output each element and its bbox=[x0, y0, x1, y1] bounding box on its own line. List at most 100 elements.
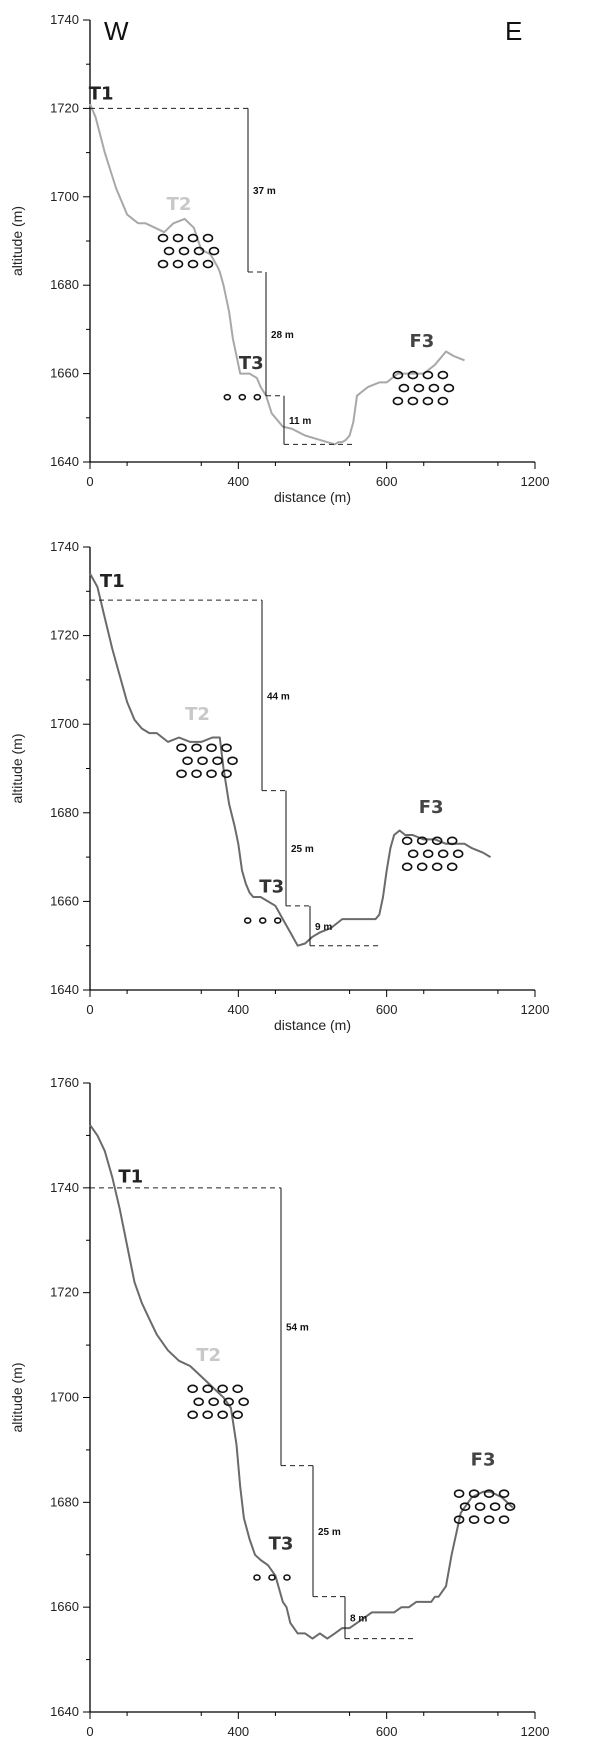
x-tick-label: 0 bbox=[86, 474, 93, 489]
x-tick-label: 1200 bbox=[521, 1724, 550, 1739]
gravel-pebble-symbol bbox=[157, 259, 169, 269]
gravel-pebble-symbol bbox=[208, 246, 220, 256]
gravel-pebble-symbol bbox=[268, 1574, 276, 1581]
x-tick-label: 1200 bbox=[521, 1002, 550, 1017]
gravel-pebble-symbol bbox=[437, 396, 449, 406]
gravel-pebble-symbol bbox=[483, 1515, 495, 1524]
gravel-pebble-symbol bbox=[431, 862, 443, 872]
terrace-label-t2: T2 bbox=[167, 194, 192, 215]
gravel-pebble-symbol bbox=[232, 1410, 243, 1420]
gravel-pebble-symbol bbox=[504, 1502, 516, 1511]
gravel-pebble-symbol bbox=[238, 1397, 249, 1407]
gravel-pebble-symbol bbox=[407, 849, 419, 859]
gravel-pebble-symbol bbox=[232, 1384, 243, 1394]
gravel-pebble-symbol bbox=[428, 383, 440, 393]
gravel-pebble-symbol bbox=[416, 862, 428, 872]
gravel-pebble-symbol bbox=[407, 396, 419, 406]
gravel-pebble-symbol bbox=[193, 246, 205, 256]
gravel-pebble-symbol bbox=[187, 1410, 198, 1420]
gravel-pebble-symbol bbox=[202, 233, 214, 243]
gravel-pebble-symbol bbox=[474, 1502, 486, 1511]
height-difference-label: 44 m bbox=[267, 691, 290, 702]
y-tick-label: 1740 bbox=[50, 539, 79, 554]
gravel-pebble-symbol bbox=[212, 756, 223, 766]
y-tick-label: 1720 bbox=[50, 100, 79, 115]
y-axis-title: altitude (m) bbox=[9, 206, 25, 276]
gravel-pebble-symbol bbox=[208, 1397, 219, 1407]
gravel-pebble-symbol bbox=[413, 383, 425, 393]
y-tick-label: 1740 bbox=[50, 1180, 79, 1195]
x-tick-label: 1200 bbox=[521, 474, 550, 489]
terrace-label-t1: T1 bbox=[89, 84, 114, 105]
gravel-pebble-symbol bbox=[182, 756, 193, 766]
gravel-pebble-symbol bbox=[193, 1397, 204, 1407]
gravel-pebble-symbol bbox=[176, 743, 187, 753]
y-tick-label: 1680 bbox=[50, 805, 79, 820]
x-tick-label: 600 bbox=[376, 1002, 398, 1017]
gravel-pebble-symbol bbox=[202, 1410, 213, 1420]
gravel-pebble-symbol bbox=[392, 396, 404, 406]
gravel-pebble-symbol bbox=[401, 836, 413, 846]
gravel-pebble-symbol bbox=[468, 1489, 480, 1498]
gravel-pebble-symbol bbox=[206, 769, 217, 779]
gravel-pebble-symbol bbox=[453, 1489, 465, 1498]
gravel-pebble-symbol bbox=[221, 743, 232, 753]
gravel-pebble-symbol bbox=[191, 769, 202, 779]
gravel-pebble-symbol bbox=[217, 1384, 228, 1394]
y-axis-title: altitude (m) bbox=[9, 1362, 25, 1432]
gravel-pebble-symbol bbox=[202, 259, 214, 269]
gravel-pebble-symbol bbox=[452, 849, 464, 859]
gravel-pebble-symbol bbox=[187, 259, 199, 269]
height-difference-label: 11 m bbox=[289, 416, 311, 427]
gravel-pebble-symbol bbox=[178, 246, 190, 256]
height-difference-label: 37 m bbox=[253, 186, 276, 197]
gravel-pebble-symbol bbox=[422, 849, 434, 859]
terrace-label-t3: T3 bbox=[259, 877, 284, 898]
gravel-pebble-symbol bbox=[172, 259, 184, 269]
terrace-label-t2: T2 bbox=[185, 704, 210, 725]
gravel-pebble-symbol bbox=[253, 393, 262, 401]
gravel-pebble-symbol bbox=[163, 246, 175, 256]
gravel-pebble-symbol bbox=[407, 370, 419, 380]
x-tick-label: 0 bbox=[86, 1002, 93, 1017]
y-tick-label: 1700 bbox=[50, 716, 79, 731]
gravel-pebble-symbol bbox=[422, 396, 434, 406]
x-axis-title: distance (m) bbox=[274, 1017, 351, 1033]
topographic-profile-line bbox=[89, 573, 492, 947]
gravel-pebble-symbol bbox=[206, 743, 217, 753]
gravel-pebble-symbol bbox=[431, 836, 443, 846]
gravel-pebble-symbol bbox=[446, 862, 458, 872]
y-tick-label: 1680 bbox=[50, 277, 79, 292]
y-tick-label: 1740 bbox=[50, 12, 79, 27]
terrace-label-f3: F3 bbox=[419, 797, 444, 818]
x-axis-title: distance (m) bbox=[274, 489, 351, 505]
height-difference-label: 28 m bbox=[271, 330, 294, 341]
height-difference-label: 54 m bbox=[286, 1323, 309, 1334]
gravel-pebble-symbol bbox=[197, 756, 208, 766]
y-tick-label: 1700 bbox=[50, 189, 79, 204]
y-tick-label: 1660 bbox=[50, 1599, 79, 1614]
gravel-pebble-symbol bbox=[437, 370, 449, 380]
topographic-profile-line bbox=[89, 1124, 514, 1640]
gravel-pebble-symbol bbox=[253, 1574, 261, 1581]
x-tick-label: 400 bbox=[227, 1002, 249, 1017]
y-tick-label: 1760 bbox=[50, 1075, 79, 1090]
y-tick-label: 1680 bbox=[50, 1494, 79, 1509]
gravel-pebble-symbol bbox=[187, 1384, 198, 1394]
gravel-pebble-symbol bbox=[172, 233, 184, 243]
gravel-pebble-symbol bbox=[398, 383, 410, 393]
gravel-pebble-symbol bbox=[443, 383, 455, 393]
y-tick-label: 1700 bbox=[50, 1390, 79, 1405]
gravel-pebble-symbol bbox=[459, 1502, 471, 1511]
terrace-label-t2: T2 bbox=[196, 1345, 221, 1366]
gravel-pebble-symbol bbox=[446, 836, 458, 846]
terrace-label-t1: T1 bbox=[100, 571, 125, 592]
gravel-pebble-symbol bbox=[401, 862, 413, 872]
gravel-pebble-symbol bbox=[191, 743, 202, 753]
x-tick-label: 400 bbox=[227, 1724, 249, 1739]
height-difference-label: 8 m bbox=[350, 1614, 367, 1625]
gravel-pebble-symbol bbox=[176, 769, 187, 779]
